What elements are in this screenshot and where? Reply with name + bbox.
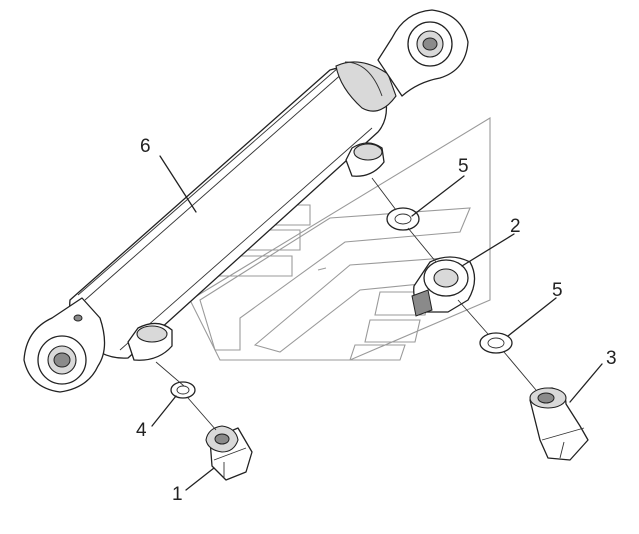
banjo-fitting-2 <box>411 256 476 317</box>
hydraulic-cylinder <box>23 9 469 393</box>
callout-3: 3 <box>606 348 617 369</box>
hex-fitting-1 <box>205 425 253 481</box>
sealing-washer-4 <box>170 381 196 399</box>
assembly-axis-lines <box>155 177 537 431</box>
sealing-washer-5-lower <box>479 332 513 354</box>
sealing-washer-5-upper <box>386 207 420 231</box>
callout-4: 4 <box>136 420 147 441</box>
hollow-bolt-3 <box>529 387 589 461</box>
leader-lines <box>151 155 603 491</box>
callout-5-upper: 5 <box>458 156 469 177</box>
callout-2: 2 <box>510 216 521 237</box>
callout-5-lower: 5 <box>552 280 563 301</box>
callout-1: 1 <box>172 484 183 505</box>
callout-6: 6 <box>140 136 151 157</box>
